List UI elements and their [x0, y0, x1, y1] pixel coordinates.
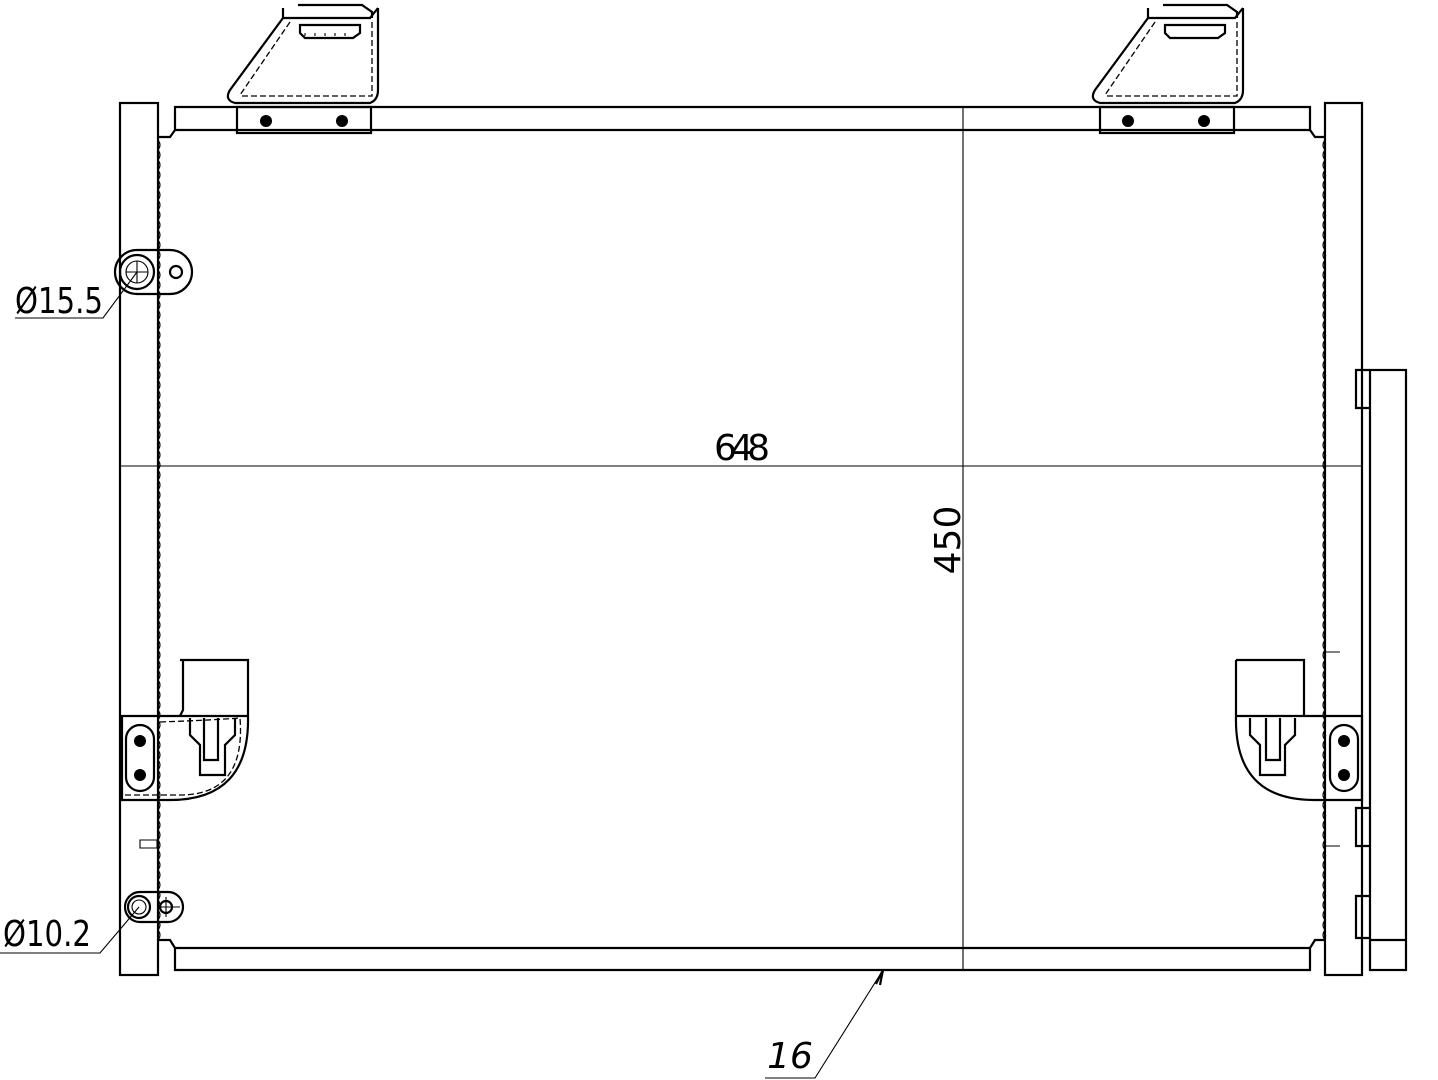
top-side-plate: [158, 105, 1325, 139]
top-bracket-right: [1091, 3, 1245, 135]
outlet-fitting: [123, 839, 185, 924]
right-tank: [1323, 101, 1364, 977]
core-edge-left: [157, 139, 161, 941]
width-dimension-label: 648: [714, 428, 770, 469]
left-tank: [118, 101, 160, 977]
receiver-drier: [1325, 368, 1408, 972]
outlet-leader-line: [0, 906, 140, 954]
thickness-label: 16: [767, 1036, 813, 1077]
inlet-diameter-label: Ø15.5: [15, 281, 103, 322]
bottom-side-plate: [158, 938, 1325, 972]
outlet-diameter-label: Ø10.2: [3, 914, 91, 955]
bottom-bracket-right: [1234, 658, 1364, 802]
height-dimension-label: 450: [928, 506, 969, 575]
core-edge-right: [1322, 139, 1326, 941]
thickness-leader-line: [765, 969, 884, 1079]
bottom-bracket-left: [120, 658, 250, 802]
top-bracket-left: [226, 3, 380, 135]
inlet-leader-line: [15, 271, 138, 319]
inlet-fitting: [113, 248, 194, 296]
